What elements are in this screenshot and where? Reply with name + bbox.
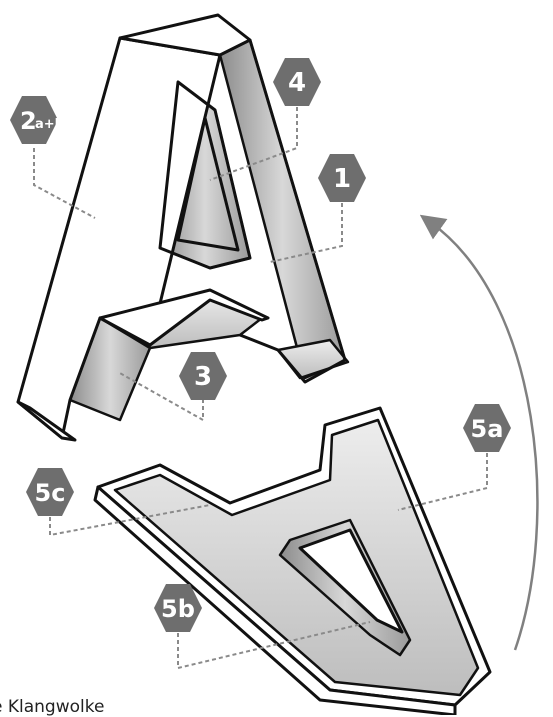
svg-text:5b: 5b <box>161 595 195 623</box>
svg-text:a+b: a+b <box>35 117 64 132</box>
svg-text:5c: 5c <box>35 479 66 507</box>
label-5b: 5b <box>154 584 202 632</box>
svg-text:3: 3 <box>194 362 212 392</box>
svg-text:5a: 5a <box>471 415 504 443</box>
label-4: 4 <box>273 58 321 106</box>
letter-a-tray <box>95 408 490 715</box>
label-1: 1 <box>318 154 366 202</box>
label-5a: 5a <box>463 404 511 452</box>
label-5c: 5c <box>26 468 74 516</box>
label-3: 3 <box>179 352 227 400</box>
svg-text:4: 4 <box>288 68 306 98</box>
svg-text:1: 1 <box>333 164 351 194</box>
caption-text: e Klangwolke <box>0 697 104 717</box>
label-2ab: 2 a+b <box>10 96 64 144</box>
